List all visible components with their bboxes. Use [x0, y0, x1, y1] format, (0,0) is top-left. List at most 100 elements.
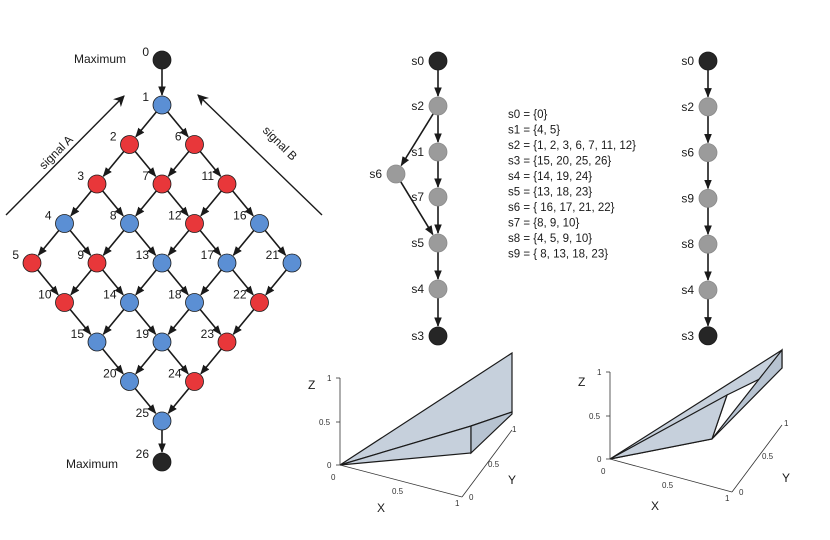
lattice-edge	[199, 229, 222, 257]
chain-left-node-label: s7	[411, 190, 424, 204]
chain-left-node-label: s1	[411, 145, 424, 159]
chain-right-node	[698, 234, 718, 254]
lattice-top-label: Maximum	[74, 52, 126, 66]
plot-right-y-tick: 0.5	[762, 452, 774, 461]
chain-left-node	[428, 279, 448, 299]
chain-left-node-label: s4	[411, 282, 424, 296]
chain-right-node-label: s8	[681, 237, 694, 251]
lattice-edge	[134, 387, 157, 415]
lattice-edge	[134, 150, 157, 178]
lattice-node-label: 13	[136, 248, 150, 262]
lattice-edge	[200, 190, 222, 217]
lattice-edge	[232, 269, 254, 296]
lattice-edge	[70, 190, 92, 217]
lattice-edge	[167, 308, 190, 336]
chain-left-node-label: s6	[369, 167, 382, 181]
lattice-edge	[200, 269, 222, 296]
lattice-edge	[265, 269, 287, 296]
plot-right-z-label: Z	[578, 375, 585, 389]
lattice-node-label: 23	[201, 327, 215, 341]
lattice-node	[152, 452, 172, 472]
lattice-edge	[232, 190, 254, 217]
chain-left-node-label: s5	[411, 236, 424, 250]
lattice-node	[152, 332, 172, 352]
lattice-node-label: 8	[110, 209, 117, 223]
plot-left-z-label: Z	[308, 378, 315, 392]
plot-left-y-tick: 0	[469, 493, 474, 502]
lattice-edge	[167, 387, 190, 415]
lattice-edge	[102, 150, 125, 178]
lattice-node	[185, 293, 204, 312]
signal-a-arrow	[5, 95, 125, 216]
lattice-node-label: 26	[136, 447, 150, 461]
lattice-node	[87, 332, 107, 352]
plot-right-x-tick: 0	[601, 467, 606, 476]
set-definition-line: s2 = {1, 2, 3, 6, 7, 11, 12}	[508, 140, 636, 152]
chain-right-node	[698, 280, 718, 300]
chain-left-node	[428, 142, 448, 162]
lattice-node	[120, 372, 139, 391]
chain-right-node-label: s4	[681, 283, 694, 297]
lattice-edge	[37, 229, 60, 257]
chain-left-node	[428, 326, 448, 346]
lattice-node-label: 16	[233, 209, 247, 223]
plot-right-x-tick: 1	[725, 494, 730, 503]
plot-left-y-tick: 0.5	[488, 460, 500, 469]
lattice-node-label: 18	[168, 288, 182, 302]
lattice-node-label: 10	[38, 288, 52, 302]
lattice-node	[55, 293, 74, 312]
lattice-node	[120, 135, 139, 154]
set-definition-line: s8 = {4, 5, 9, 10}	[508, 233, 592, 245]
lattice-node	[22, 253, 42, 273]
set-definition-line: s1 = {4, 5}	[508, 125, 560, 137]
chain-left-node	[428, 96, 448, 116]
plot-right-y-label: Y	[782, 471, 790, 485]
lattice-edge	[167, 111, 189, 138]
set-definition-line: s9 = { 8, 13, 18, 23}	[508, 249, 608, 261]
surface-plot-right: 1 0.5 0 0 0.5 1 0 0.5 1 Z X Y	[578, 348, 790, 513]
lattice-edge	[135, 111, 157, 138]
lattice-node-label: 11	[202, 169, 215, 183]
chain-right-node	[698, 143, 718, 163]
lattice-edge	[102, 229, 125, 257]
chain-left-node	[428, 233, 448, 253]
lattice-edge	[135, 348, 157, 375]
plot-right-z-tick: 1	[597, 368, 602, 377]
lattice-node	[152, 50, 172, 70]
lattice-node	[282, 253, 302, 273]
lattice-node	[185, 372, 204, 391]
plot-left-y-label: Y	[508, 473, 516, 487]
lattice-edge	[102, 190, 124, 217]
plot-right-y-tick: 0	[739, 488, 744, 497]
lattice-node	[185, 135, 204, 154]
lattice-edge	[232, 229, 255, 257]
plot-right-face-side	[711, 348, 783, 440]
plot-right-face-lower	[609, 393, 729, 460]
lattice-edge	[232, 308, 255, 336]
lattice-node	[55, 214, 74, 233]
plot-left-x-tick: 0	[331, 473, 336, 482]
chain-left-edge	[399, 181, 434, 236]
plot-right-z-tick: 0.5	[589, 412, 601, 421]
lattice-edge	[167, 348, 189, 375]
lattice-node	[250, 214, 269, 233]
lattice-node-label: 6	[175, 130, 182, 144]
plot-left-y-tick: 1	[512, 425, 517, 434]
plot-right-x-label: X	[651, 499, 659, 513]
lattice-edge	[69, 308, 92, 336]
lattice-edge	[102, 308, 125, 336]
surface-plot-left: 1 0.5 0 0 0.5 1 0 0.5 1 Z X Y	[308, 351, 517, 515]
lattice-edge	[264, 229, 287, 257]
plot-right-y-axis	[731, 424, 783, 493]
lattice-node	[152, 411, 172, 431]
lattice-node-label: 15	[71, 327, 85, 341]
lattice-edge	[102, 269, 124, 296]
lattice-node	[152, 253, 172, 273]
lattice-node-label: 1	[142, 90, 149, 104]
set-definition-line: s5 = {13, 18, 23}	[508, 187, 592, 199]
lattice-node-label: 17	[201, 248, 215, 262]
